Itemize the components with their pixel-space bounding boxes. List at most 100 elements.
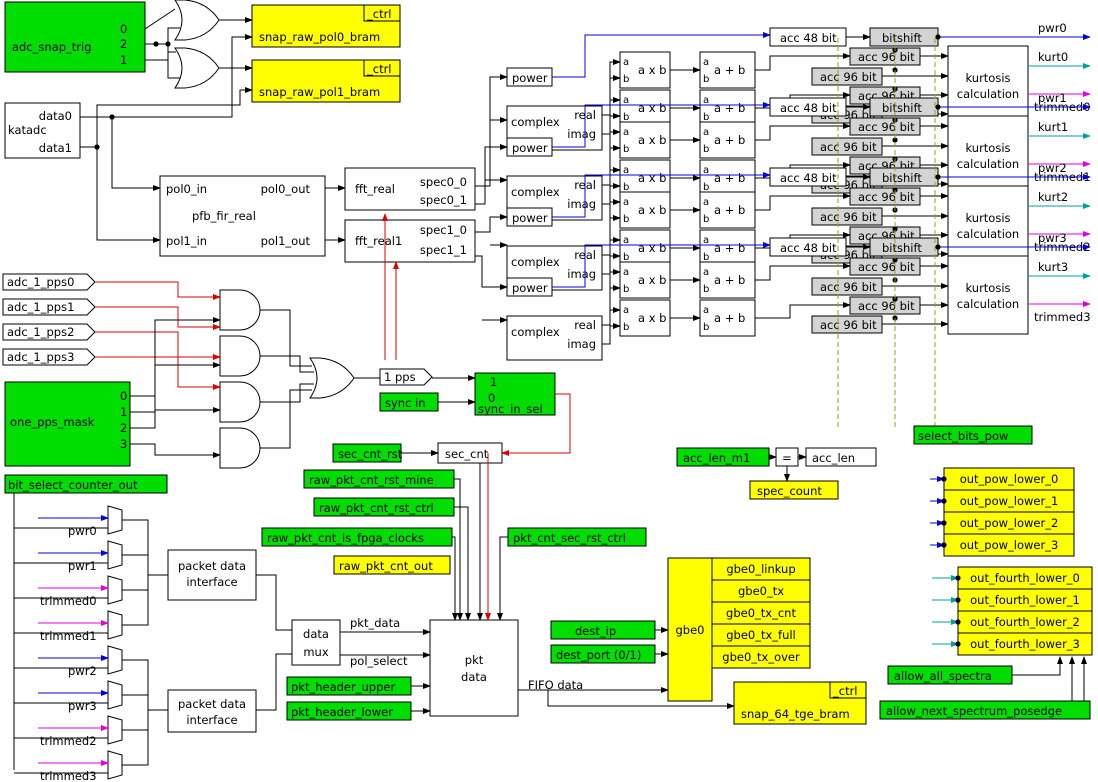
wire (256, 653, 292, 711)
wire (122, 659, 168, 711)
pps-input-0-label: adc_1_pps0 (7, 275, 74, 289)
pkt-data-wire-label: pkt_data (350, 616, 400, 630)
pfb-pol0-in: pol0_in (166, 182, 207, 196)
select-bits-label: select_bits_pow (918, 429, 1008, 443)
pkt-l2: data (461, 670, 487, 684)
add-b-2-0: b (703, 214, 709, 225)
counter-label-0: raw_pkt_cnt_rst_mine (309, 473, 434, 487)
wire (755, 193, 851, 211)
wire (602, 253, 621, 275)
counter-label-2: raw_pkt_cnt_is_fpga_clocks (267, 531, 424, 545)
add-2-1 (699, 229, 756, 267)
or-gate-snap1 (174, 47, 220, 89)
mux-in-6: trimmed2 (40, 734, 97, 748)
pwr-out-2: pwr2 (1038, 161, 1067, 175)
bitshift-label-3: bitshift (882, 241, 922, 255)
pkt-data (429, 619, 519, 717)
kurtosis-0 (947, 45, 1029, 125)
add-a-0-0: a (703, 57, 709, 68)
add-a-3-0: a (703, 267, 709, 278)
wire (130, 362, 221, 413)
counter-label-4: pkt_cnt_sec_rst_ctrl (513, 531, 626, 545)
mult-label-1-1: a x b (638, 171, 666, 185)
adc-snap-trig-block (4, 1, 146, 73)
trig-port-0: 0 (120, 22, 127, 36)
wire (122, 574, 168, 591)
mult-1-1 (619, 159, 671, 197)
and-gate-3 (219, 427, 261, 469)
bitshift-label-2: bitshift (882, 171, 922, 185)
data-mux (291, 619, 341, 666)
wire (145, 59, 180, 79)
trig-port-2: 2 (120, 37, 127, 51)
eq-label: = (782, 451, 792, 465)
sync-sel-label: sync_in_sel (478, 402, 543, 416)
wire (452, 536, 458, 621)
fft0-label: fft_real (355, 182, 395, 196)
add-label-3-0: a + b (714, 273, 745, 287)
wire (602, 59, 621, 116)
mask-port-2: 2 (120, 421, 127, 435)
wire (602, 183, 621, 205)
imag-label-0: imag (567, 127, 596, 141)
wire (130, 407, 221, 429)
sync-in-label: sync in (385, 396, 426, 410)
add-2-0 (699, 191, 756, 229)
out-pow-label-3: out_pow_lower_3 (960, 538, 1059, 552)
junction-dot (935, 244, 941, 250)
dest-ip-label: dest_ip (575, 624, 616, 638)
mult-label-1-0: a x b (638, 133, 666, 147)
wire (80, 146, 161, 243)
power-label-2: power (512, 211, 548, 225)
wire (112, 34, 253, 118)
fft1-spec1: spec1_1 (420, 243, 467, 257)
kurt-l1-1: kurtosis (965, 141, 1010, 155)
acc48-label-0: acc 48 bit (780, 31, 837, 45)
mult-b-0-1: b (623, 112, 629, 123)
junction-dot (892, 257, 898, 263)
acc-len-label: acc_len (812, 451, 855, 465)
add-label-1-1: a + b (714, 171, 745, 185)
acc-len-m1-label: acc_len_m1 (683, 451, 750, 465)
add-b-0-0: b (703, 74, 709, 85)
snap-64-tge-bram-ctrl-label: _ctrl (832, 684, 858, 698)
spec-count-label: spec_count (757, 484, 822, 498)
pdi-0 (167, 549, 257, 601)
mult-a-3-0: a (623, 267, 629, 278)
sync-port0: 0 (488, 391, 495, 405)
junction-dot (941, 498, 947, 504)
acc96-label-2-1: acc 96 bit (820, 210, 877, 224)
mux-in-0: pwr0 (68, 524, 97, 538)
complex-block-3 (506, 315, 603, 361)
mux-5 (107, 680, 123, 710)
out-pow-label-2: out_pow_lower_2 (960, 516, 1059, 530)
mult-b-3-1: b (623, 322, 629, 333)
mux-1 (107, 540, 123, 570)
add-label-3-1: a + b (714, 311, 745, 325)
acc96-label-2-0: acc 96 bit (858, 190, 915, 204)
add-a-2-1: a (703, 235, 709, 246)
mult-a-3-1: a (623, 305, 629, 316)
imag-label-3: imag (567, 337, 596, 351)
acc96-label-3-1: acc 96 bit (820, 280, 877, 294)
imag-label-1: imag (567, 197, 596, 211)
pdi0-l2: interface (186, 575, 237, 589)
header-lower-label: pkt_header_lower (291, 705, 393, 719)
imag-label-2: imag (567, 267, 596, 281)
snap-64-tge-bram-ctrl-tab (829, 681, 867, 699)
mux-3 (107, 610, 123, 640)
snap-raw-pol0-bram-label: snap_raw_pol0_bram (259, 30, 380, 44)
snap-raw-pol0-bram (251, 4, 401, 48)
trim-out-3: trimmed3 (1034, 310, 1091, 324)
counter-label-1: raw_pkt_cnt_rst_ctrl (319, 501, 434, 515)
add-a-3-1: a (703, 305, 709, 316)
junction-dot (109, 114, 115, 120)
counter-label-3: raw_pkt_cnt_out (339, 559, 433, 573)
kurt-out-3: kurt3 (1038, 260, 1068, 274)
or-gate-snap0 (174, 0, 220, 41)
bit-select-counter-out (4, 474, 168, 494)
add-1-0 (699, 121, 756, 159)
wire (1012, 656, 1063, 676)
mask-port-1: 1 (120, 405, 127, 419)
pdi1-l1: packet data (178, 697, 246, 711)
